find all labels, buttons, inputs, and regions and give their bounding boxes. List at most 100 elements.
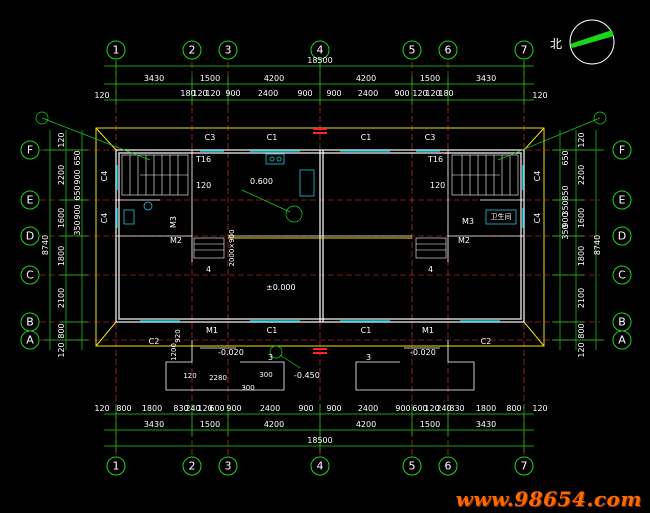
bottom-dim-b14: 120 <box>424 404 439 413</box>
left-dim-2: 1600 <box>57 208 66 228</box>
bottom-dim-b6: 600 <box>209 404 224 413</box>
bottom-dim-b18: 800 <box>506 404 521 413</box>
right-axis-C: C <box>618 269 626 282</box>
top-axis-3: 3 <box>225 44 232 57</box>
interior-walls <box>116 150 524 262</box>
bath-fixtures <box>123 201 517 225</box>
watermark: www.98654.com <box>455 487 642 511</box>
left-inner-1: 650 <box>73 150 82 165</box>
bottom-dim-b10: 900 <box>326 404 341 413</box>
bottom-dimension-lines <box>104 404 534 452</box>
right-dimension-lines <box>552 130 604 350</box>
top-axis-bubbles <box>106 40 534 60</box>
door-m2-right: M2 <box>458 236 470 245</box>
bottom-dim-b17: 1800 <box>476 404 496 413</box>
window-c2-left: C2 <box>149 337 160 346</box>
top-dim-a1: 3430 <box>144 74 164 83</box>
roof-outline <box>95 127 545 347</box>
center-column-marks <box>313 128 327 354</box>
bottom-axis-2: 2 <box>189 460 196 473</box>
right-dim-4: 2100 <box>577 288 586 308</box>
porch-dim-300b: 300 <box>259 371 272 379</box>
right-edge-bottom: 120 <box>577 342 586 357</box>
side-window-c4-2: C4 <box>100 213 109 224</box>
porch-dim-920: 920 <box>174 329 182 342</box>
step-left-label: 4 <box>206 265 211 274</box>
bottom-dim-b16: 830 <box>449 404 464 413</box>
left-axis-E: E <box>27 194 34 207</box>
porch-dim-2280: 2280 <box>209 374 227 382</box>
porch-left <box>165 340 285 391</box>
bottom-total-dim: 18500 <box>307 436 332 445</box>
door-m3-left: M3 <box>169 216 178 228</box>
door-m1-left: M1 <box>206 326 218 335</box>
bottom-axis-5: 5 <box>409 460 416 473</box>
step-right-label: 4 <box>428 265 433 274</box>
left-axis-D: D <box>26 230 34 243</box>
bottom-edge-left: 120 <box>94 404 109 413</box>
right-axis-D: D <box>618 230 626 243</box>
right-dim-1: 2200 <box>577 165 586 185</box>
porch-dim-1200: 1200 <box>170 343 178 361</box>
right-dim-2: 1600 <box>577 208 586 228</box>
room-label-bathroom: 卫生间 <box>491 212 512 221</box>
door-m3-right: M3 <box>462 217 474 226</box>
bottom-dim-a2: 1500 <box>200 420 220 429</box>
stair-right-value: 120 <box>430 181 445 190</box>
left-edge-bottom: 120 <box>57 342 66 357</box>
left-inner-2: 900 <box>73 169 82 184</box>
top-total-dim: 18500 <box>307 56 332 65</box>
top-axis-6: 6 <box>445 44 452 57</box>
door-m2-left: M2 <box>170 236 182 245</box>
porch-right <box>355 340 475 391</box>
side-window-c4-3: C4 <box>533 171 542 182</box>
left-axis-B: B <box>26 316 34 329</box>
window-c3-left: C3 <box>205 133 216 142</box>
left-dim-1: 2200 <box>57 165 66 185</box>
left-total-dim: 8740 <box>41 235 50 255</box>
top-axis-5: 5 <box>409 44 416 57</box>
right-axis-bubbles <box>612 140 632 350</box>
right-inner-5: 350 <box>561 224 570 239</box>
top-dim-b6: 900 <box>297 89 312 98</box>
right-axis-F: F <box>619 144 625 157</box>
top-dim-a6: 3430 <box>476 74 496 83</box>
top-dim-b7: 900 <box>326 89 341 98</box>
left-inner-3: 650 <box>73 185 82 200</box>
right-axis-A: A <box>618 334 626 347</box>
bottom-dim-b15: 240 <box>436 404 451 413</box>
bottom-dim-a5: 1500 <box>420 420 440 429</box>
bottom-dim-b7: 900 <box>226 404 241 413</box>
side-window-c4-4: C4 <box>533 213 542 224</box>
bottom-axis-4: 4 <box>317 460 324 473</box>
bottom-dim-b13: 600 <box>412 404 427 413</box>
window-c2-right: C2 <box>481 337 492 346</box>
door-m1-right: M1 <box>422 326 434 335</box>
right-inner-1: 650 <box>561 150 570 165</box>
top-dim-a4: 4200 <box>356 74 376 83</box>
north-label: 北 <box>550 37 562 51</box>
window-marks <box>116 150 524 322</box>
window-c1-bottom-right: C1 <box>361 326 372 335</box>
inner-steps <box>193 237 447 259</box>
right-inner-3: 350 <box>561 200 570 215</box>
bottom-axis-bubbles <box>106 456 534 476</box>
top-axis-2: 2 <box>189 44 196 57</box>
stair-left-value: 120 <box>196 181 211 190</box>
level-porch-left: -0.020 <box>218 348 244 357</box>
bottom-axis-7: 7 <box>521 460 528 473</box>
level-outside: -0.450 <box>294 371 320 380</box>
bottom-axis-3: 3 <box>225 460 232 473</box>
top-dim-b5: 2400 <box>258 89 278 98</box>
right-axis-E: E <box>619 194 626 207</box>
side-window-c4-1: C4 <box>100 171 109 182</box>
right-edge-top: 120 <box>577 132 586 147</box>
bottom-dim-b1: 800 <box>116 404 131 413</box>
top-edge-right: 120 <box>532 91 547 100</box>
bottom-dim-a6: 3430 <box>476 420 496 429</box>
bottom-dim-a1: 3430 <box>144 420 164 429</box>
left-inner-4: 900 <box>73 204 82 219</box>
kitchen-fixtures <box>265 153 315 197</box>
top-dim-b10: 120 <box>412 89 427 98</box>
